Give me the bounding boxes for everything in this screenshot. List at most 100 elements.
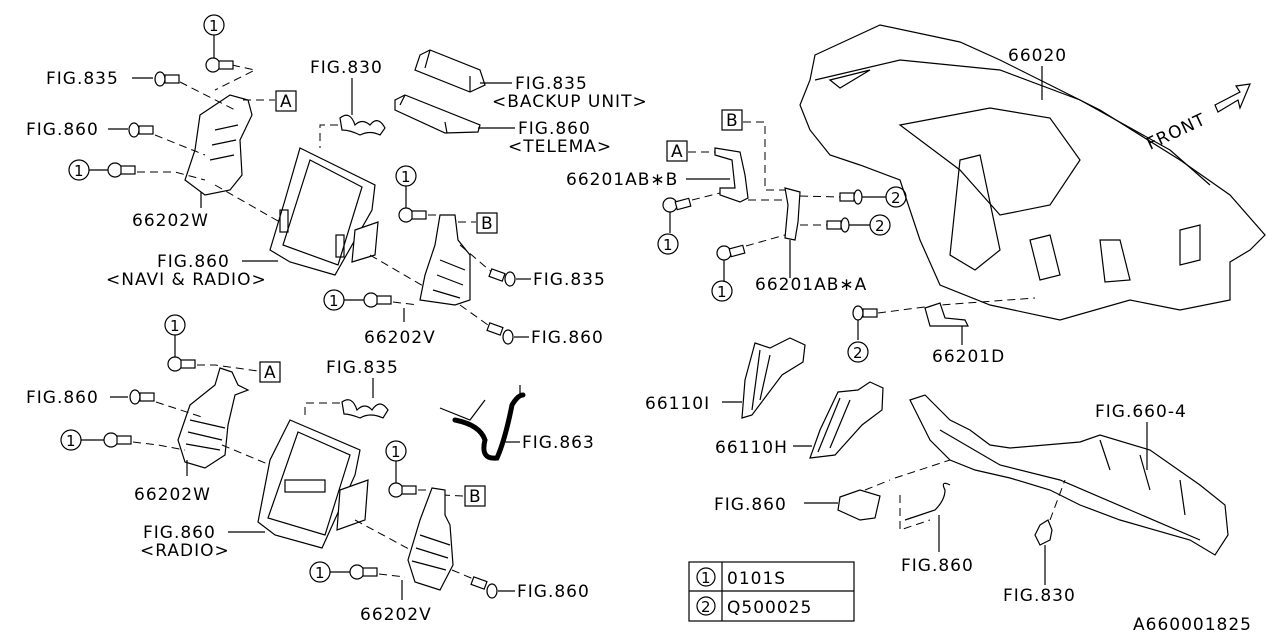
legend-table: 1 0101S 2 Q500025 bbox=[688, 561, 855, 622]
connector-fig860 bbox=[837, 489, 881, 521]
bolt-icon bbox=[852, 305, 878, 321]
connector-harness-icon bbox=[339, 114, 386, 136]
bolt-icon bbox=[103, 432, 132, 448]
callout-2: 2 bbox=[853, 344, 864, 362]
label-fig860-telema[interactable]: FIG.860 bbox=[518, 119, 591, 139]
bolt-icon bbox=[398, 207, 427, 223]
label-fig830-bottom[interactable]: FIG.830 bbox=[1003, 586, 1076, 606]
callout-1: 1 bbox=[401, 168, 412, 186]
screw-icon bbox=[826, 217, 850, 233]
label-66202v-bottom[interactable]: 66202V bbox=[360, 605, 432, 625]
label-fig835[interactable]: FIG.835 bbox=[46, 69, 119, 89]
label-fig830[interactable]: FIG.830 bbox=[310, 58, 383, 78]
legend-part-2: Q500025 bbox=[727, 598, 812, 618]
bracket-66201ab-b bbox=[714, 147, 749, 203]
bracket-66202v-top bbox=[419, 214, 471, 306]
svg-text:B: B bbox=[726, 111, 739, 131]
callout-2: 2 bbox=[891, 189, 902, 207]
label-66110i[interactable]: 66110I bbox=[645, 394, 710, 414]
label-66201ab-a[interactable]: 66201AB∗A bbox=[755, 275, 867, 295]
navi-radio-unit bbox=[269, 147, 379, 276]
label-66110h[interactable]: 66110H bbox=[715, 438, 788, 458]
part-66110i bbox=[741, 337, 806, 419]
bracket-66201ab-a bbox=[784, 187, 801, 241]
label-66202w-bottom[interactable]: 66202W bbox=[134, 485, 211, 505]
legend-num-1: 1 bbox=[701, 569, 712, 587]
label-fig860[interactable]: FIG.860 bbox=[26, 120, 99, 140]
screw-icon bbox=[128, 122, 154, 138]
label-fig860-mid[interactable]: FIG.860 bbox=[531, 328, 604, 348]
callout-1: 1 bbox=[209, 17, 220, 35]
wire-harness-fig863 bbox=[439, 385, 526, 461]
legend-num-2: 2 bbox=[701, 598, 712, 616]
bracket-66202w-bottom bbox=[177, 367, 250, 469]
svg-text:B: B bbox=[469, 487, 482, 507]
connector-fig830 bbox=[1034, 519, 1053, 546]
ref-box-b: B bbox=[464, 485, 486, 507]
ref-box-a: A bbox=[666, 140, 688, 162]
connector-harness-icon bbox=[341, 399, 389, 419]
label-backup-unit: <BACKUP UNIT> bbox=[492, 92, 648, 112]
legend-part-1: 0101S bbox=[727, 569, 786, 589]
bolt-icon bbox=[716, 244, 746, 261]
label-66202v[interactable]: 66202V bbox=[364, 328, 436, 348]
screw-icon bbox=[486, 322, 514, 345]
ref-box-a: A bbox=[275, 90, 297, 112]
callout-1: 1 bbox=[74, 162, 85, 180]
telema-unit bbox=[394, 94, 481, 134]
label-fig860-connector[interactable]: FIG.860 bbox=[714, 495, 787, 515]
label-fig860-navi[interactable]: FIG.860 bbox=[157, 252, 230, 272]
bracket-66201d bbox=[924, 302, 969, 327]
bracket-66202v-bottom bbox=[407, 487, 454, 591]
bracket-66202w-top bbox=[184, 64, 275, 196]
front-arrow: FRONT bbox=[1144, 83, 1251, 155]
part-66110h bbox=[809, 381, 884, 459]
label-66201ab-b[interactable]: 66201AB∗B bbox=[566, 170, 678, 190]
callout-1: 1 bbox=[315, 564, 326, 582]
label-66020[interactable]: 66020 bbox=[1008, 46, 1067, 66]
label-fig860-radio[interactable]: FIG.860 bbox=[143, 523, 216, 543]
svg-text:B: B bbox=[481, 214, 494, 234]
screw-icon bbox=[129, 389, 155, 405]
label-fig835-bottom[interactable]: FIG.835 bbox=[326, 358, 399, 378]
label-66202w[interactable]: 66202W bbox=[132, 211, 209, 231]
label-radio: <RADIO> bbox=[140, 541, 230, 561]
ref-box-b: B bbox=[721, 109, 743, 131]
callout-1: 1 bbox=[170, 317, 181, 335]
label-fig835-backup[interactable]: FIG.835 bbox=[515, 74, 588, 94]
callout-1: 1 bbox=[66, 432, 77, 450]
callout-1: 1 bbox=[663, 236, 674, 254]
screw-icon bbox=[470, 576, 498, 599]
label-fig860-bot-right[interactable]: FIG.860 bbox=[517, 582, 590, 602]
bolt-callout-1-top bbox=[203, 14, 234, 73]
label-telema: <TELEMA> bbox=[508, 137, 612, 157]
bolt-icon bbox=[167, 356, 196, 372]
screw-icon bbox=[488, 268, 516, 287]
screw-icon bbox=[839, 189, 863, 205]
callout-1: 1 bbox=[717, 283, 728, 301]
bolt-icon bbox=[388, 482, 417, 498]
bolt-icon bbox=[363, 292, 392, 308]
bolt-icon bbox=[107, 162, 136, 178]
svg-text:A: A bbox=[264, 363, 277, 383]
bolt-icon bbox=[349, 564, 378, 580]
svg-text:A: A bbox=[280, 92, 293, 112]
callout-1: 1 bbox=[391, 443, 402, 461]
label-fig660-4[interactable]: FIG.660-4 bbox=[1095, 402, 1187, 422]
label-fig860-harness[interactable]: FIG.860 bbox=[901, 556, 974, 576]
callout-1: 1 bbox=[329, 292, 340, 310]
harness-fig860 bbox=[904, 482, 951, 521]
screw-icon bbox=[154, 71, 180, 87]
label-fig860-bot-left[interactable]: FIG.860 bbox=[26, 388, 99, 408]
front-label: FRONT bbox=[1144, 110, 1210, 155]
label-66201d[interactable]: 66201D bbox=[932, 347, 1005, 367]
callout-2: 2 bbox=[875, 217, 886, 235]
diagram-id: A660001825 bbox=[1133, 615, 1252, 635]
label-fig835-mid[interactable]: FIG.835 bbox=[533, 270, 606, 290]
ref-box-a: A bbox=[259, 361, 281, 383]
instrument-panel-66020 bbox=[799, 24, 1266, 321]
label-fig863[interactable]: FIG.863 bbox=[522, 433, 595, 453]
svg-text:A: A bbox=[671, 142, 684, 162]
ref-box-b: B bbox=[476, 212, 498, 234]
